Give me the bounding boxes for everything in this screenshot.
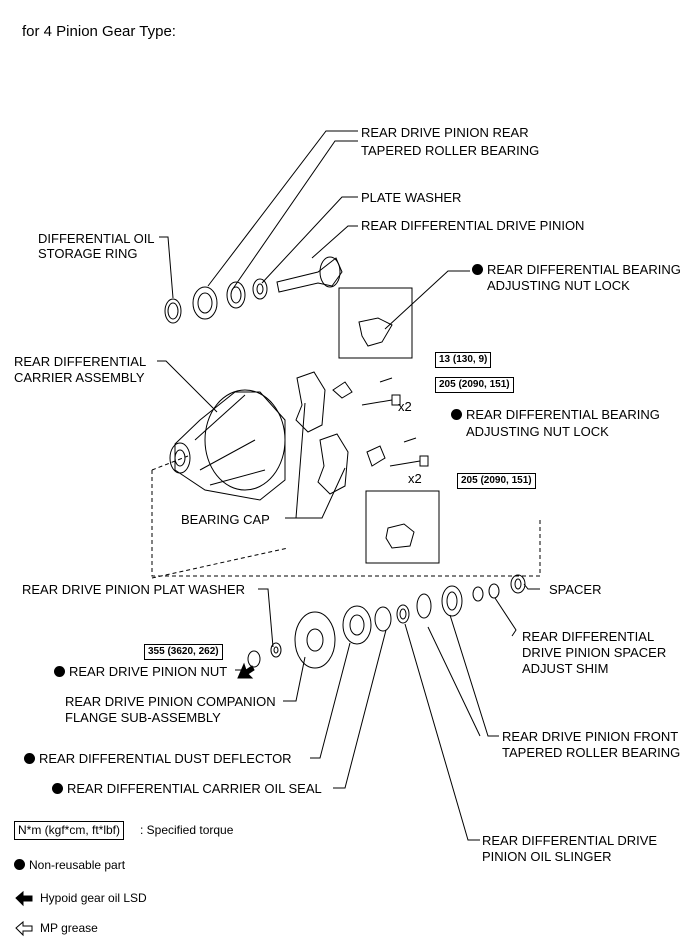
label-nut-lock-top-line2: ADJUSTING NUT LOCK <box>487 278 630 293</box>
label-dust-deflector: REAR DIFFERENTIAL DUST DEFLECTOR <box>24 750 292 767</box>
nut-lock-detail-bottom <box>385 523 415 549</box>
label-pinion-nut: REAR DRIVE PINION NUT <box>54 663 227 680</box>
leader-lines <box>157 130 540 841</box>
label-carrier-line2: CARRIER ASSEMBLY <box>14 370 145 385</box>
label-plat-washer: REAR DRIVE PINION PLAT WASHER <box>22 582 245 597</box>
label-shim-line3: ADJUST SHIM <box>522 661 609 676</box>
quantity-x2-a: x2 <box>398 399 412 414</box>
label-nut-lock-top-line1: REAR DIFFERENTIAL BEARING <box>472 261 681 278</box>
hypoid-oil-arrow-icon <box>237 662 255 679</box>
label-carrier-line1: REAR DIFFERENTIAL <box>14 354 147 369</box>
pinion-parts-top <box>164 256 343 324</box>
page-title: for 4 Pinion Gear Type: <box>22 23 176 40</box>
label-slinger-line1: REAR DIFFERENTIAL DRIVE <box>482 833 658 848</box>
legend-hypoid: Hypoid gear oil LSD <box>40 891 147 905</box>
torque-box-13: 13 (130, 9) <box>435 352 492 368</box>
detail-box-top <box>338 287 413 359</box>
label-flange-line1: REAR DRIVE PINION COMPANION <box>65 694 276 709</box>
legend-mp-grease: MP grease <box>40 921 98 935</box>
label-rear-bearing-line1: REAR DRIVE PINION REAR <box>361 125 529 140</box>
filled-arrow-icon <box>15 890 33 907</box>
label-slinger-line2: PINION OIL SLINGER <box>482 849 612 864</box>
legend-torque-box: N*m (kgf*cm, ft*lbf) <box>14 821 125 840</box>
nut-lock-detail-top <box>358 317 393 347</box>
label-nut-lock-bottom-line1: REAR DIFFERENTIAL BEARING <box>451 406 660 423</box>
bearing-caps-shapes <box>295 371 429 495</box>
label-plate-washer: PLATE WASHER <box>361 190 462 205</box>
label-shim-line1: REAR DIFFERENTIAL <box>522 629 655 644</box>
label-oil-seal: REAR DIFFERENTIAL CARRIER OIL SEAL <box>52 780 322 797</box>
legend-non-reusable: Non-reusable part <box>14 857 125 874</box>
torque-box-205-b: 205 (2090, 151) <box>457 473 536 489</box>
torque-box-355: 355 (3620, 262) <box>144 644 223 660</box>
label-shim-line2: DRIVE PINION SPACER <box>522 645 667 660</box>
label-front-bearing-line1: REAR DRIVE PINION FRONT <box>502 729 679 744</box>
label-drive-pinion: REAR DIFFERENTIAL DRIVE PINION <box>361 218 585 233</box>
quantity-x2-b: x2 <box>408 471 422 486</box>
label-flange-line2: FLANGE SUB-ASSEMBLY <box>65 710 221 725</box>
hollow-arrow-icon <box>15 920 33 937</box>
detail-box-bottom <box>365 490 440 564</box>
pinion-parts-bottom <box>247 574 526 669</box>
label-bearing-cap: BEARING CAP <box>181 512 270 527</box>
torque-box-205-a: 205 (2090, 151) <box>435 377 514 393</box>
label-front-bearing-line2: TAPERED ROLLER BEARING <box>502 745 681 760</box>
label-oil-storage-line1: DIFFERENTIAL OIL <box>38 231 155 246</box>
label-spacer: SPACER <box>549 582 602 597</box>
label-oil-storage-line2: STORAGE RING <box>38 246 138 261</box>
carrier-assembly-shape <box>169 389 286 501</box>
dashed-lines <box>151 455 541 579</box>
legend-torque-text: : Specified torque <box>140 823 234 837</box>
label-nut-lock-bottom-line2: ADJUSTING NUT LOCK <box>466 424 609 439</box>
label-rear-bearing-line2: TAPERED ROLLER BEARING <box>361 143 540 158</box>
